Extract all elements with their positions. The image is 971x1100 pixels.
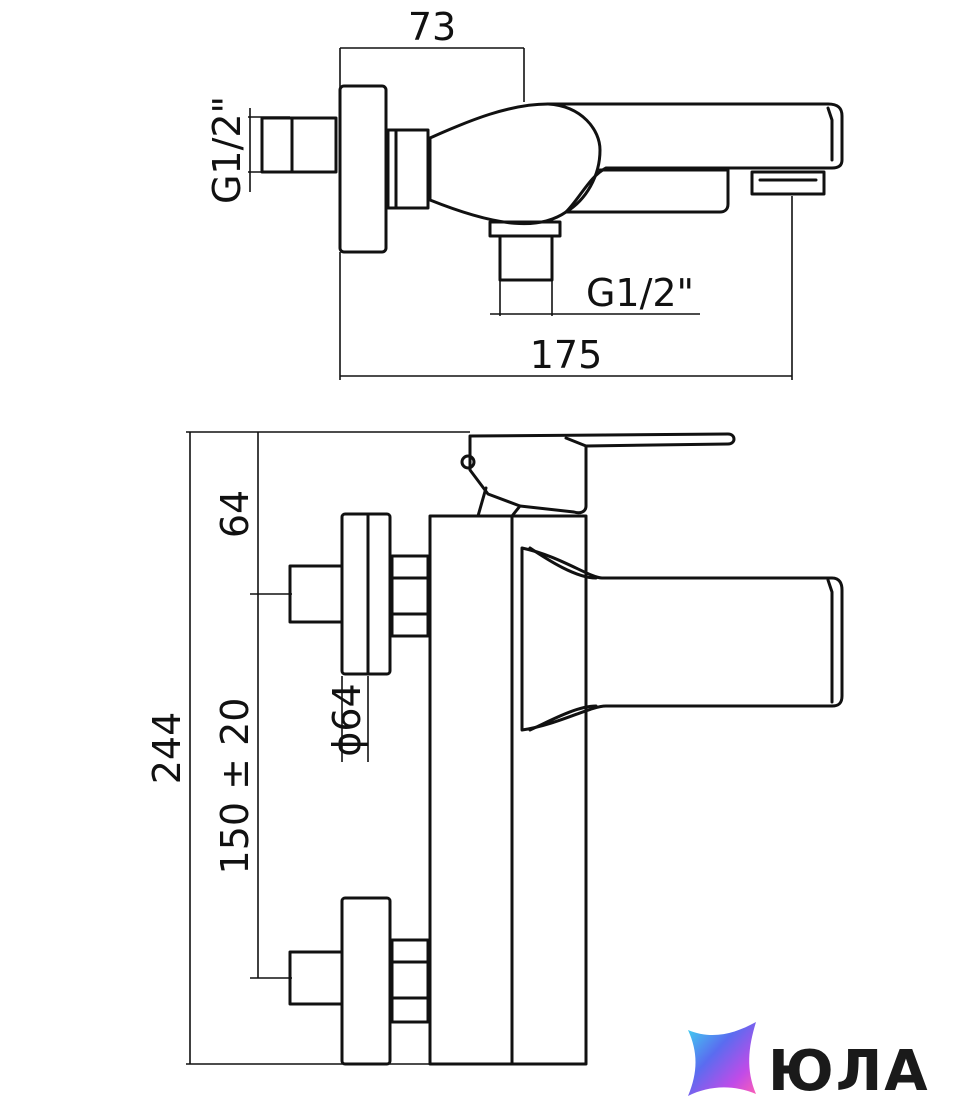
bottom-inlet	[488, 220, 562, 282]
dim-label-64: 64	[213, 490, 257, 538]
dim-label-73: 73	[408, 5, 456, 49]
mixer-body	[428, 102, 844, 226]
spout-edge	[826, 106, 834, 162]
logo-star-icon	[688, 1022, 756, 1096]
dim-label-244: 244	[145, 712, 189, 785]
spout-underside	[564, 168, 730, 214]
upper-nut	[390, 554, 430, 638]
upper-flange	[340, 512, 392, 676]
dim-label-150: 150 ± 20	[213, 698, 257, 875]
dim-label-thread-bottom: G1/2"	[586, 271, 694, 315]
body-curve	[546, 102, 602, 214]
dim-label-phi64: ϕ64	[325, 683, 369, 756]
side-view: 244 64 150 ± 20 ϕ64	[145, 431, 844, 1066]
lower-flange	[340, 896, 392, 1066]
spout-outlet	[750, 170, 826, 196]
lower-nut	[390, 938, 430, 1024]
lower-inlet-pipe	[288, 950, 344, 1006]
lever-stem	[476, 486, 522, 518]
mixer-lever	[468, 432, 736, 515]
dim-label-175: 175	[530, 333, 603, 377]
spout-top-curve	[528, 546, 598, 580]
lever-pivot	[460, 454, 476, 470]
top-view: 73 G1/2" G1/2" 175	[205, 5, 844, 380]
spout-bottom-curve	[528, 704, 598, 732]
logo-wordmark: ЮЛА	[768, 1039, 930, 1100]
upper-inlet-pipe	[288, 564, 344, 624]
lever-edge	[564, 436, 588, 448]
wall-flange	[338, 84, 388, 254]
connection-nut	[386, 128, 430, 210]
mixer-body-vertical	[428, 514, 588, 1066]
brand-logo: ЮЛА	[688, 1022, 930, 1100]
dim-label-thread-left: G1/2"	[205, 96, 249, 204]
spout-outlet-edge	[826, 578, 834, 704]
spout	[520, 546, 844, 732]
inlet-pipe	[260, 116, 338, 174]
